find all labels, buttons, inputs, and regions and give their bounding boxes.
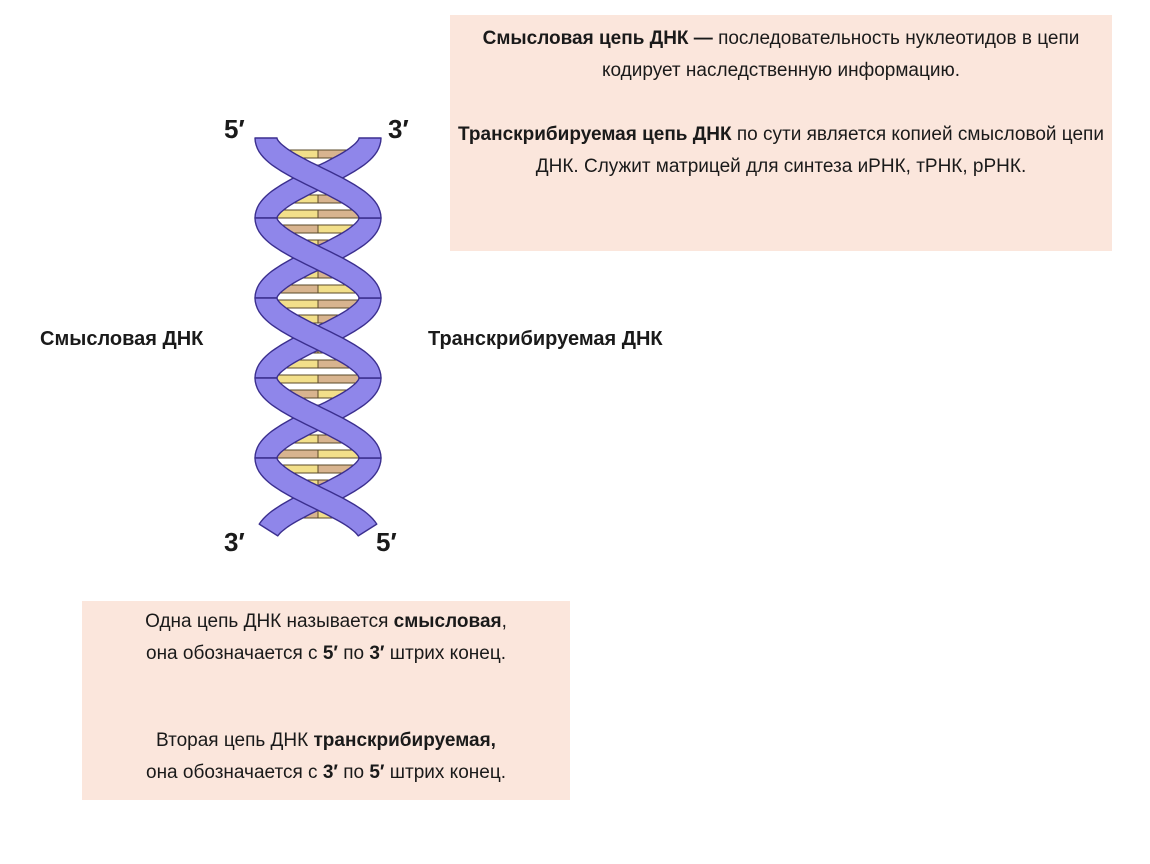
strand-a-segment [254,457,378,537]
top-right-end-label: 3′ [388,114,409,144]
bottom-left-end-label: 3′ [224,527,245,557]
note-box: Одна цепь ДНК называется смысловая, она … [82,601,570,800]
strand-a-segment [254,297,382,379]
note-line-3: Вторая цепь ДНК транскрибируемая, [156,730,496,751]
template-dna-label: Транскрибируемая ДНК [428,328,663,350]
front-strand [254,137,382,537]
coding-dna-label: Смысловая ДНК [40,328,204,350]
template-strand-term: Транскрибируемая цепь ДНК [458,124,732,145]
coding-word: смысловая [393,611,502,632]
note-line-1: Одна цепь ДНК называется смысловая, [145,611,507,632]
note-line-4: она обозначается с 3′ по 5′ штрих конец. [146,762,506,783]
bottom-right-end-label: 5′ [376,527,397,557]
definition-template-strand: Транскрибируемая цепь ДНК по сути являет… [450,119,1112,183]
template-word: транскрибируемая, [313,730,496,751]
strand-b-segment [254,377,382,459]
coding-strand-definition: последовательность нуклеотидов в цепи ко… [601,28,1080,81]
definition-coding-strand: Смысловая цепь ДНК — последовательность … [450,23,1112,87]
dna-double-helix-illustration [254,137,382,537]
note-line-2: она обозначается с 5′ по 3′ штрих конец. [146,643,506,664]
strand-a-segment [254,137,382,219]
coding-strand-term: Смысловая цепь ДНК — [482,28,713,49]
definition-box: Смысловая цепь ДНК — последовательность … [450,15,1112,251]
top-left-end-label: 5′ [224,114,245,144]
template-strand-definition: по сути является копией смысловой цепи Д… [535,124,1104,177]
strand-b-segment [254,217,382,299]
